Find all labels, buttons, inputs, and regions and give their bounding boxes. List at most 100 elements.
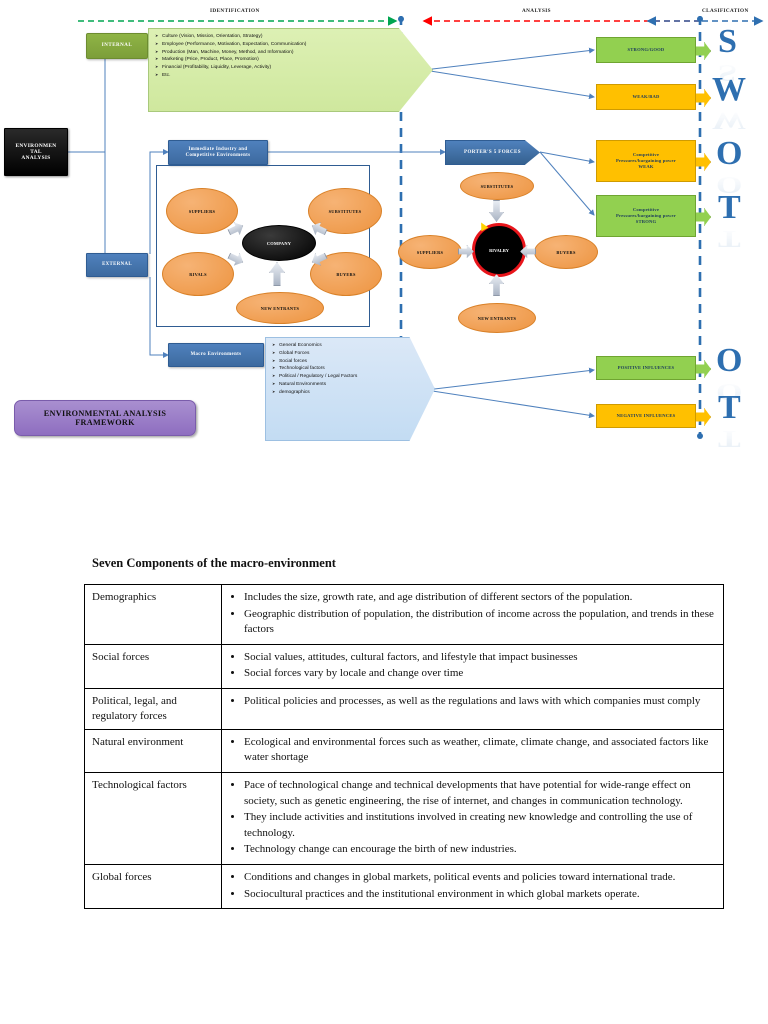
swot-t2-glyph: T [718,389,741,426]
node-rivals-left[interactable]: RIVALS [162,252,234,296]
row-value: Conditions and changes in global markets… [221,863,724,910]
root-node-environmental-analysis[interactable]: ENVIRONMEN TAL ANALYSIS [4,128,68,176]
swot-w-glyph: W [712,71,746,108]
branch-internal[interactable]: INTERNAL [86,33,148,59]
swot-o2-glyph: O [716,342,743,379]
arrow-new-entrants-to-rivalry [489,274,504,296]
row-key: Social forces [84,643,222,690]
row-value: Includes the size, growth rate, and age … [221,584,724,645]
phase-label-identification: IDENTIFICATION [210,8,260,14]
list-item: Employee (Performance, Motivation, Expec… [155,41,428,49]
table-row: Natural environment Ecological and envir… [84,728,724,773]
result-negative-influences[interactable]: NEGATIVE INFLUENCES [596,404,696,428]
list-item: Pace of technological change and technic… [244,778,716,809]
node-substitutes-right[interactable]: SUBSTITUTES [460,172,534,200]
macro-environments-box[interactable]: Macro Environments [168,343,264,367]
arrow-tail-s [696,42,711,60]
row-value: Ecological and environmental forces such… [221,728,724,773]
table-row: Political, legal, and regulatory forces … [84,688,724,730]
list-item: Includes the size, growth rate, and age … [244,590,716,606]
macro-factors-list: General Economics Global Forces Social f… [266,338,434,396]
list-item: General Economics [272,342,430,350]
list-item: Social forces [272,358,430,366]
node-company-center[interactable]: COMPANY [242,225,316,261]
row-value: Pace of technological change and technic… [221,771,724,866]
list-item: Production (Man, Machine, Money, Method,… [155,49,428,57]
list-item: Natural Environments [272,381,430,389]
result-strong-good[interactable]: STRONG/GOOD [596,37,696,63]
arrow-tail-o1 [696,153,711,171]
list-item: Ecological and environmental forces such… [244,735,716,766]
list-item: Technology change can encourage the birt… [244,842,716,858]
table-row: Demographics Includes the size, growth r… [84,584,724,645]
arrow-substitutes-to-rivalry [489,200,504,222]
list-item: Conditions and changes in global markets… [244,870,716,886]
result-3-line-2: Pressures/bargaining power [615,157,677,163]
phase-label-analysis: ANALYSIS [522,8,551,14]
swot-t2-reflection: T [718,425,741,453]
row-key: Natural environment [84,728,222,773]
node-new-entrants-left[interactable]: NEW ENTRANTS [236,292,324,324]
rivalry-label: RIVALRY [489,247,509,253]
row-value: Political policies and processes, as wel… [221,688,724,730]
list-item: Political policies and processes, as wel… [244,694,716,710]
macro-factors-panel: General Economics Global Forces Social f… [265,337,435,441]
environmental-analysis-diagram: IDENTIFICATION ANALYSIS CLASIFICATION EN… [0,0,768,470]
swot-letter-o-1: O O [716,135,743,201]
node-buyers-right[interactable]: BUYERS [534,235,598,269]
list-item: Marketing (Price, Product, Place, Promot… [155,56,428,64]
root-line-2: TAL [30,148,42,155]
arrow-tail-t1 [696,208,711,226]
table-row: Social forces Social values, attitudes, … [84,643,724,690]
swot-w-reflection: W [712,107,746,135]
swot-letter-t-1: T T [718,189,741,255]
porter-five-forces-header[interactable]: PORTER'S 5 FORCES [445,140,540,165]
list-item: Global Forces [272,350,430,358]
result-positive-influences[interactable]: POSITIVE INFLUENCES [596,356,696,380]
node-suppliers-right[interactable]: SUPPLIERS [398,235,462,269]
list-item: demographics [272,389,430,397]
immediate-line-1: Immediate Industry and [188,146,248,152]
node-rivalry-center[interactable]: RIVALRY [472,223,526,277]
row-key: Political, legal, and regulatory forces [84,688,222,730]
row-value: Social values, attitudes, cultural facto… [221,643,724,690]
swot-t1-glyph: T [718,189,741,226]
list-item: Etc. [155,72,428,80]
internal-factors-panel: Culture (Vision, Mission, Orientation, S… [148,28,433,112]
list-item: Technological factors [272,365,430,373]
phase-label-clasification: CLASIFICATION [702,8,749,14]
swot-letter-o-2: O O [716,342,743,408]
framework-line-1: ENVIRONMENTAL ANALYSIS [43,408,167,418]
result-weak-bad[interactable]: WEAK/BAD [596,84,696,110]
branch-external[interactable]: EXTERNAL [86,253,148,277]
arrow-tail-o2 [696,360,711,378]
node-suppliers-left[interactable]: SUPPLIERS [166,188,238,234]
swot-o1-glyph: O [716,135,743,172]
swot-letter-t-2: T T [718,389,741,455]
result-competitive-pressure-strong[interactable]: Competitive Pressures/bargaining power S… [596,195,696,237]
list-item: Political / Regulatory / Legal Factors [272,373,363,381]
framework-badge: ENVIRONMENTAL ANALYSIS FRAMEWORK [14,400,196,436]
result-competitive-pressure-weak[interactable]: Competitive Pressures/bargaining power W… [596,140,696,182]
immediate-industry-box[interactable]: Immediate Industry and Competitive Envir… [168,140,268,165]
list-item: They include activities and institutions… [244,810,716,841]
result-4-line-3: STRONG [635,219,657,225]
result-3-line-3: WEAK [638,164,654,170]
row-key: Global forces [84,863,222,910]
node-new-entrants-right[interactable]: NEW ENTRANTS [458,303,536,333]
swot-t1-reflection: T [718,225,741,253]
table-row: Global forces Conditions and changes in … [84,863,724,910]
internal-factors-list: Culture (Vision, Mission, Orientation, S… [149,29,432,80]
root-line-1: ENVIRONMEN [15,142,57,149]
row-key: Demographics [84,584,222,645]
result-3-line-1: Competitive [632,151,660,157]
list-item: Sociocultural practices and the institut… [244,887,716,903]
immediate-line-2: Competitive Environments [185,152,251,158]
arrow-tail-w [696,89,711,107]
swot-letter-w: W W [712,71,746,137]
porter-header-label: PORTER'S 5 FORCES [464,150,521,155]
arrow-tail-t2 [696,408,711,426]
framework-line-2: FRAMEWORK [75,418,135,427]
row-key: Technological factors [84,771,222,866]
list-item: Financial (Profitability, Liquidity, Lev… [155,64,428,72]
